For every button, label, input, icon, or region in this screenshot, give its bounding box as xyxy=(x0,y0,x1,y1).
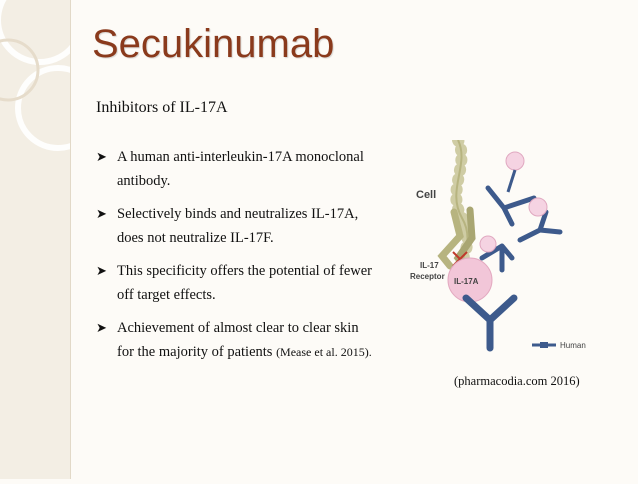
cell-label: Cell xyxy=(416,189,436,201)
bullet-text: This specificity offers the potential of… xyxy=(117,263,373,303)
antibody-with-cytokine xyxy=(517,197,563,243)
bullet-text: Selectively binds and neutralizes IL-17A… xyxy=(117,206,359,246)
receptor-label-line1: IL-17 xyxy=(420,261,439,270)
receptor-label-line2: Receptor xyxy=(410,272,445,281)
cytokine-label: IL-17A xyxy=(454,277,479,286)
figure-caption: (pharmacodia.com 2016) xyxy=(454,374,580,388)
mechanism-figure: Cell IL-17 Receptor IL-17A xyxy=(410,140,586,352)
arrow-bullet-icon: ➤ xyxy=(96,149,107,164)
slide-title: Secukinumab xyxy=(92,22,335,66)
bullet-text: Achievement of almost clear to clear ski… xyxy=(117,320,359,360)
bullet-citation: (Mease et al. 2015). xyxy=(276,345,372,359)
bullet-text: A human anti-interleukin-17A monoclonal … xyxy=(117,149,364,189)
bullet-list: ➤ A human anti-interleukin-17A monoclona… xyxy=(96,145,376,373)
antibody-with-cytokine xyxy=(485,151,537,227)
slide-subtitle: Inhibitors of IL-17A xyxy=(96,99,228,116)
legend-label: Human xyxy=(560,341,586,350)
arrow-bullet-icon: ➤ xyxy=(96,320,107,335)
antibody-legend-icon xyxy=(540,342,548,348)
decorative-sidebar xyxy=(0,0,101,479)
legend: Human xyxy=(532,341,586,350)
decorative-circles xyxy=(0,0,101,151)
bullet-item: ➤ A human anti-interleukin-17A monoclona… xyxy=(96,145,376,193)
bullet-item: ➤ Achievement of almost clear to clear s… xyxy=(96,316,376,364)
bullet-item: ➤ Selectively binds and neutralizes IL-1… xyxy=(96,202,376,250)
free-antibody xyxy=(462,294,518,352)
antibody-with-cytokine xyxy=(479,235,515,273)
arrow-bullet-icon: ➤ xyxy=(96,263,107,278)
arrow-bullet-icon: ➤ xyxy=(96,206,107,221)
bullet-item: ➤ This specificity offers the potential … xyxy=(96,259,376,307)
